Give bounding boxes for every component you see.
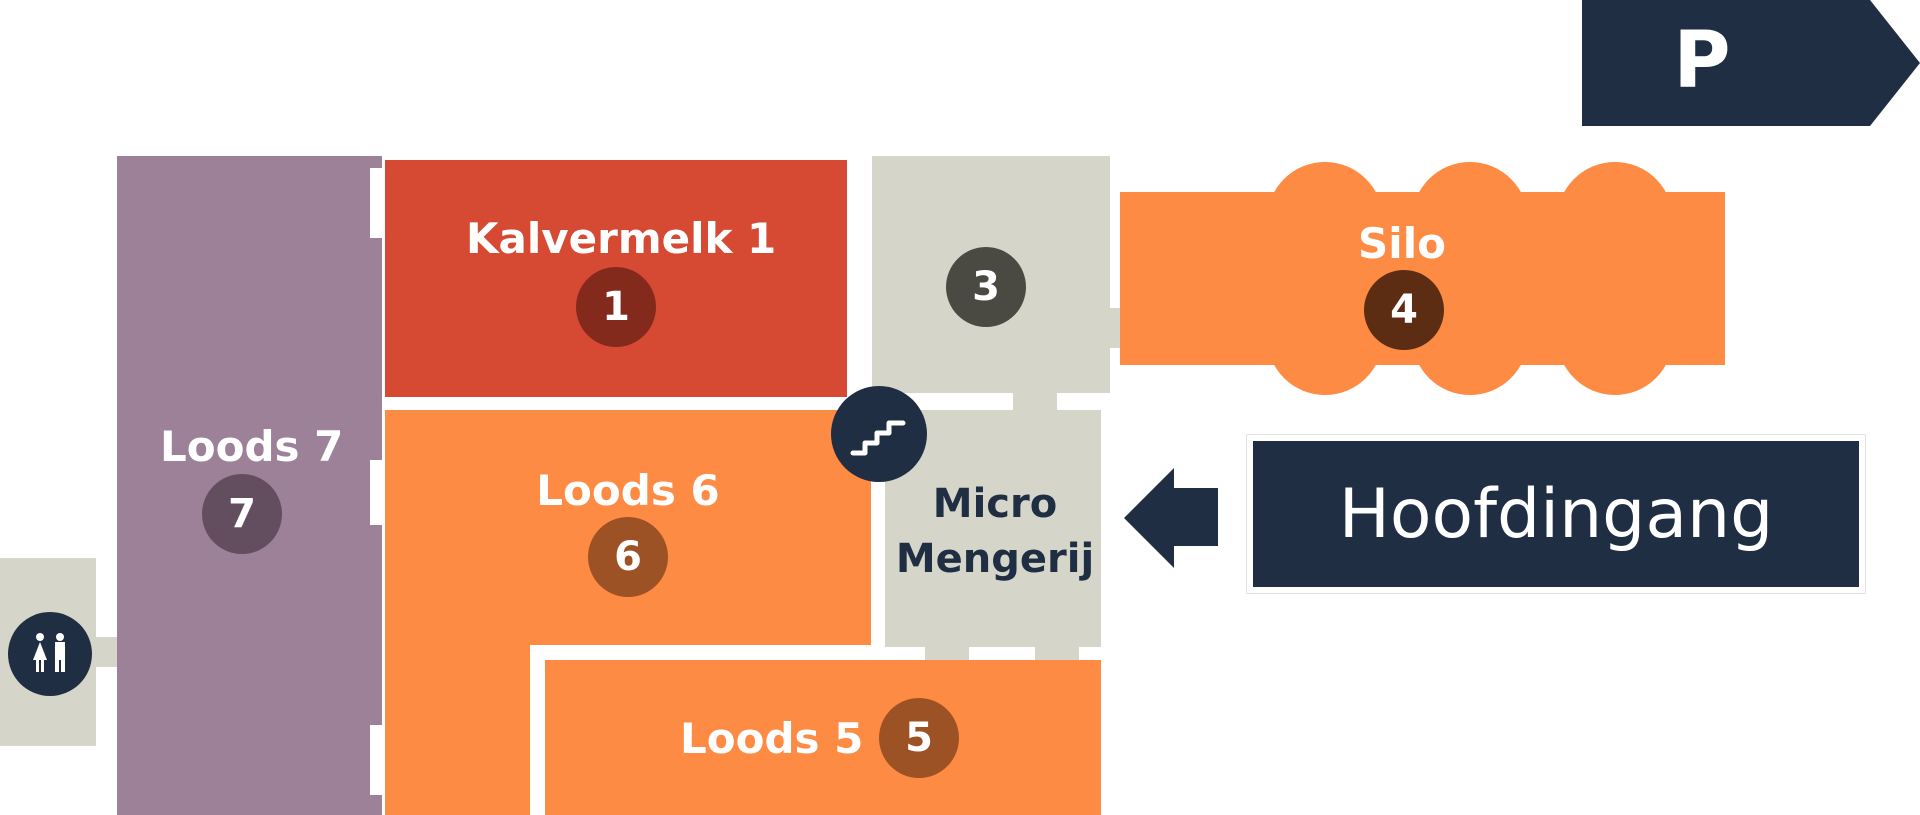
micro-connector [925, 646, 969, 660]
loods-6-divider [530, 645, 541, 815]
stairs-icon [850, 420, 906, 456]
zone-3-connector [1110, 308, 1122, 348]
micro-connector [1013, 392, 1057, 412]
loods-7-badge: 7 [202, 474, 282, 554]
micro-mengerij-label-line1: Micro [932, 481, 1058, 527]
loods-5-area[interactable] [545, 660, 1101, 815]
silo-badge: 4 [1364, 270, 1444, 350]
loods-7-divider [370, 460, 384, 525]
zone-3-badge: 3 [946, 247, 1026, 327]
loods-7-label: Loods 7 [160, 422, 344, 471]
micro-mengerij-label-line2: Mengerij [895, 536, 1095, 582]
arrow-left-icon [1124, 468, 1218, 568]
hoofdingang-panel [1253, 441, 1859, 587]
silo-label: Silo [1358, 219, 1446, 268]
micro-connector [1035, 646, 1079, 660]
loods-7-divider [370, 725, 384, 795]
loods-5-badge: 5 [879, 698, 959, 778]
hoofdingang-label: Hoofdingang [1338, 474, 1774, 554]
loods-6-label: Loods 6 [536, 466, 720, 515]
kalvermelk-badge: 1 [576, 267, 656, 347]
restroom-connector [96, 637, 117, 667]
loods-7-divider [370, 168, 384, 238]
parking-sign [1582, 0, 1920, 126]
loods-6-lower [385, 645, 530, 815]
loods-5-label: Loods 5 [680, 714, 864, 763]
stairs-badge[interactable] [831, 386, 927, 482]
restroom-badge[interactable] [8, 612, 92, 696]
loods-6-badge: 6 [588, 517, 668, 597]
kalvermelk-label: Kalvermelk 1 [466, 214, 777, 263]
restroom-icon [33, 633, 65, 672]
hoofdingang-sign[interactable]: Hoofdingang [1246, 434, 1866, 594]
parking-label: P [1673, 16, 1731, 106]
silo-area[interactable] [1120, 155, 1725, 400]
